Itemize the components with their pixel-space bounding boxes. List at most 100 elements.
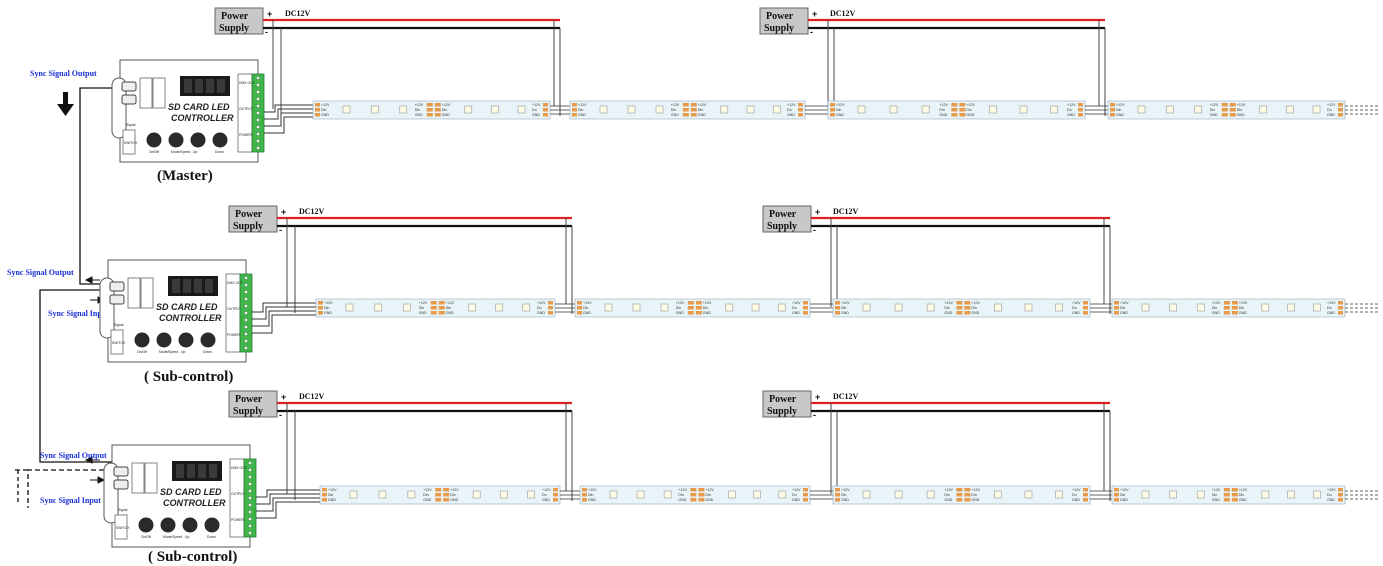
port-label-box — [131, 462, 145, 494]
led-strip-2: +12VDinGND+12VDoGND+12VDinGND+12VDinGND+… — [319, 485, 1378, 505]
strip-pad-label: +12V — [1239, 301, 1248, 305]
terminal-screw — [243, 282, 249, 288]
strip-pad — [690, 113, 697, 117]
strip-pad — [1231, 488, 1238, 492]
led-chip — [751, 303, 760, 312]
strip-pad — [803, 493, 808, 497]
plus-label: + — [281, 207, 286, 217]
strip-end-label: +12V — [1327, 103, 1336, 107]
led-chip — [1019, 105, 1028, 114]
led-chip — [1141, 303, 1150, 312]
sync-port-out — [113, 466, 129, 477]
strip-end-label: Do — [792, 306, 797, 310]
controller-button-down[interactable] — [212, 132, 228, 148]
strip-pad-label: Din — [676, 306, 681, 310]
strip-pad-label: Din — [1210, 108, 1215, 112]
led-chip — [1169, 303, 1177, 312]
controller-output-wires — [264, 104, 313, 134]
strip-pad-label: GND — [1212, 498, 1220, 502]
led-chip — [1141, 490, 1150, 499]
led-chip — [636, 490, 645, 499]
controller-button-down[interactable] — [204, 517, 220, 533]
strip-end-label: +12V — [542, 488, 551, 492]
terminal-screw — [255, 110, 261, 116]
strip-pad-label: +12V — [423, 488, 432, 492]
power-supply-label-2: Supply — [233, 221, 263, 232]
led-chip — [1194, 105, 1203, 114]
controller-button-up[interactable] — [190, 132, 206, 148]
signal-port-label: Signal — [126, 123, 136, 127]
terminal-screw — [247, 495, 253, 501]
strip-pad — [1338, 103, 1343, 107]
strip-end-label: GND — [1072, 498, 1080, 502]
led-chip — [632, 303, 641, 312]
strip-pad-label: Din — [1120, 493, 1125, 497]
controller-button-on-off[interactable] — [138, 517, 154, 533]
strip-pad — [695, 306, 702, 310]
output-wire — [256, 501, 320, 519]
strip-pad — [322, 488, 327, 492]
led-chip — [1050, 105, 1058, 114]
terminal-screw — [243, 338, 249, 344]
strip-pad-label: +12V — [415, 103, 424, 107]
led-chip — [1024, 303, 1033, 312]
strip-pad-label: GND — [324, 311, 332, 315]
controller-button-on-off[interactable] — [146, 132, 162, 148]
led-chip — [1261, 490, 1270, 499]
strip-end-label: Do — [1072, 493, 1077, 497]
terminal-screw — [255, 145, 261, 151]
strip-pad — [1221, 113, 1228, 117]
strip-pad-label: Din — [583, 306, 588, 310]
controller-button-up[interactable] — [182, 517, 198, 533]
strip-pad — [1114, 498, 1119, 502]
voltage-label: DC12V — [299, 207, 325, 216]
strip-end-label: Do — [532, 108, 537, 112]
strip-pad — [1114, 301, 1119, 305]
power-supply-label-2: Supply — [233, 406, 263, 417]
strip-end-label: Do — [1067, 108, 1072, 112]
controller-button-mode-speed[interactable] — [156, 332, 172, 348]
output-wire — [256, 493, 320, 505]
strip-pad-label: +12V — [944, 488, 953, 492]
strip-end-label: Do — [537, 306, 542, 310]
strip-pad — [435, 488, 442, 492]
power-supply-label-1: Power — [769, 394, 797, 405]
strip-pad — [803, 306, 808, 310]
controller-title-2: CONTROLLER — [159, 313, 222, 323]
terminal-labels — [229, 458, 245, 538]
power-supply-label-2: Supply — [219, 23, 249, 34]
terminal-screw — [247, 460, 253, 466]
switch-box — [114, 514, 128, 540]
power-supply-label-1: Power — [766, 11, 794, 22]
strip-end-label: +12V — [792, 488, 801, 492]
led-chip — [894, 303, 903, 312]
strip-end-label: GND — [792, 311, 800, 315]
controller-button-mode-speed[interactable] — [168, 132, 184, 148]
power-supply-box — [214, 7, 264, 35]
strip-pad — [572, 113, 577, 117]
sync-wire-master-to-sub1 — [79, 87, 118, 285]
strip-pad — [1231, 306, 1238, 310]
controller-button-up[interactable] — [178, 332, 194, 348]
display-digit — [176, 464, 184, 478]
strip-pad — [1338, 306, 1343, 310]
controller-button-mode-speed[interactable] — [160, 517, 176, 533]
terminal-screw — [255, 131, 261, 137]
led-chip — [728, 490, 736, 499]
controller-button-down[interactable] — [200, 332, 216, 348]
led-chip — [926, 490, 935, 499]
strip-pad-label: +12V — [944, 301, 953, 305]
strip-pad-label: GND — [415, 113, 423, 117]
led-chip — [1166, 105, 1174, 114]
strip-pad-label: +12V — [705, 488, 714, 492]
strip-pad-label: GND — [676, 311, 684, 315]
controller-button-on-off[interactable] — [134, 332, 150, 348]
strip-pad — [956, 488, 963, 492]
strip-pad — [959, 103, 966, 107]
strip-pad-label: +12V — [966, 103, 975, 107]
strip-end-label: +12V — [1067, 103, 1076, 107]
